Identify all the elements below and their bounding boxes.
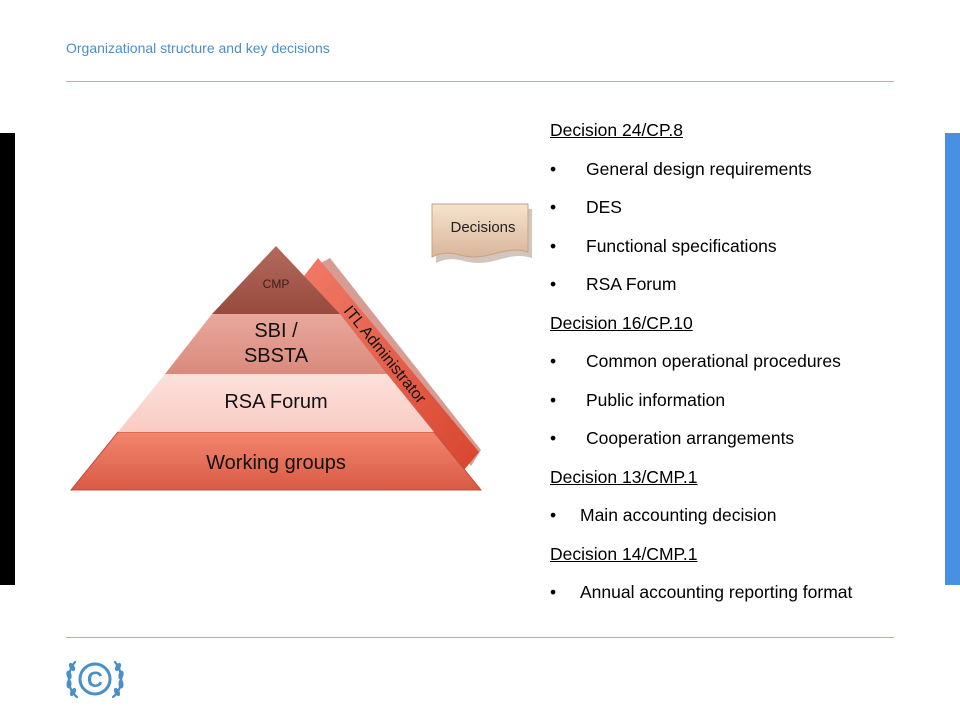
- bottom-divider: [66, 637, 894, 638]
- decision-bullet: Public information: [550, 388, 945, 427]
- decision-bullet: Functional specifications: [550, 234, 945, 273]
- decision-bullet-text: Annual accounting reporting format: [580, 582, 853, 602]
- page-title: Organizational structure and key decisio…: [66, 40, 330, 56]
- decision-bullet: Main accounting decision: [550, 503, 945, 542]
- logo-mark-text: C: [87, 667, 103, 692]
- decision-heading: Decision 13/CMP.1: [550, 466, 698, 487]
- unfccc-logo-icon: C: [66, 660, 124, 699]
- pyramid-label-cmp: CMP: [263, 277, 290, 291]
- decision-bullet-text: Common operational procedures: [586, 351, 841, 371]
- decision-bullet-text: Main accounting decision: [580, 505, 777, 525]
- pyramid-label-sbsta: SBSTA: [244, 345, 309, 367]
- pyramid-label-rsa-forum: RSA Forum: [224, 391, 327, 413]
- decision-heading: Decision 14/CMP.1: [550, 543, 698, 564]
- decision-bullet: DES: [550, 195, 945, 234]
- decisions-tag: Decisions: [431, 203, 532, 264]
- decision-bullet-text: RSA Forum: [586, 274, 677, 294]
- decision-heading: Decision 16/CP.10: [550, 312, 693, 333]
- pyramid-level-rsa-forum: RSA Forum: [118, 374, 434, 432]
- decision-bullet: General design requirements: [550, 157, 945, 196]
- decision-bullet: RSA Forum: [550, 272, 945, 311]
- decision-bullet: Cooperation arrangements: [550, 426, 945, 465]
- decision-bullet-text: DES: [586, 197, 622, 217]
- decisions-list: Decision 24/CP.8 General design requirem…: [550, 118, 945, 619]
- decision-bullet-text: Functional specifications: [586, 235, 777, 256]
- pyramid-level-cmp: CMP: [212, 246, 340, 314]
- decision-bullet-text: General design requirements: [586, 158, 812, 179]
- decision-bullet-text: Public information: [586, 389, 726, 410]
- right-accent-bar: [945, 133, 960, 585]
- decision-bullet: Common operational procedures: [550, 349, 945, 388]
- pyramid-level-working-groups: Working groups: [69, 431, 483, 491]
- decision-bullet-text: Cooperation arrangements: [586, 428, 795, 448]
- pyramid-level-sbi-sbsta: SBI / SBSTA: [165, 314, 387, 374]
- decision-heading: Decision 24/CP.8: [550, 120, 683, 140]
- top-divider: [66, 81, 894, 82]
- decisions-tag-label: Decisions: [450, 219, 515, 236]
- decision-bullet: Annual accounting reporting format: [550, 580, 945, 619]
- pyramid-label-working-groups: Working groups: [206, 452, 346, 474]
- left-accent-bar: [0, 133, 15, 585]
- pyramid-label-sbi: SBI /: [254, 320, 298, 342]
